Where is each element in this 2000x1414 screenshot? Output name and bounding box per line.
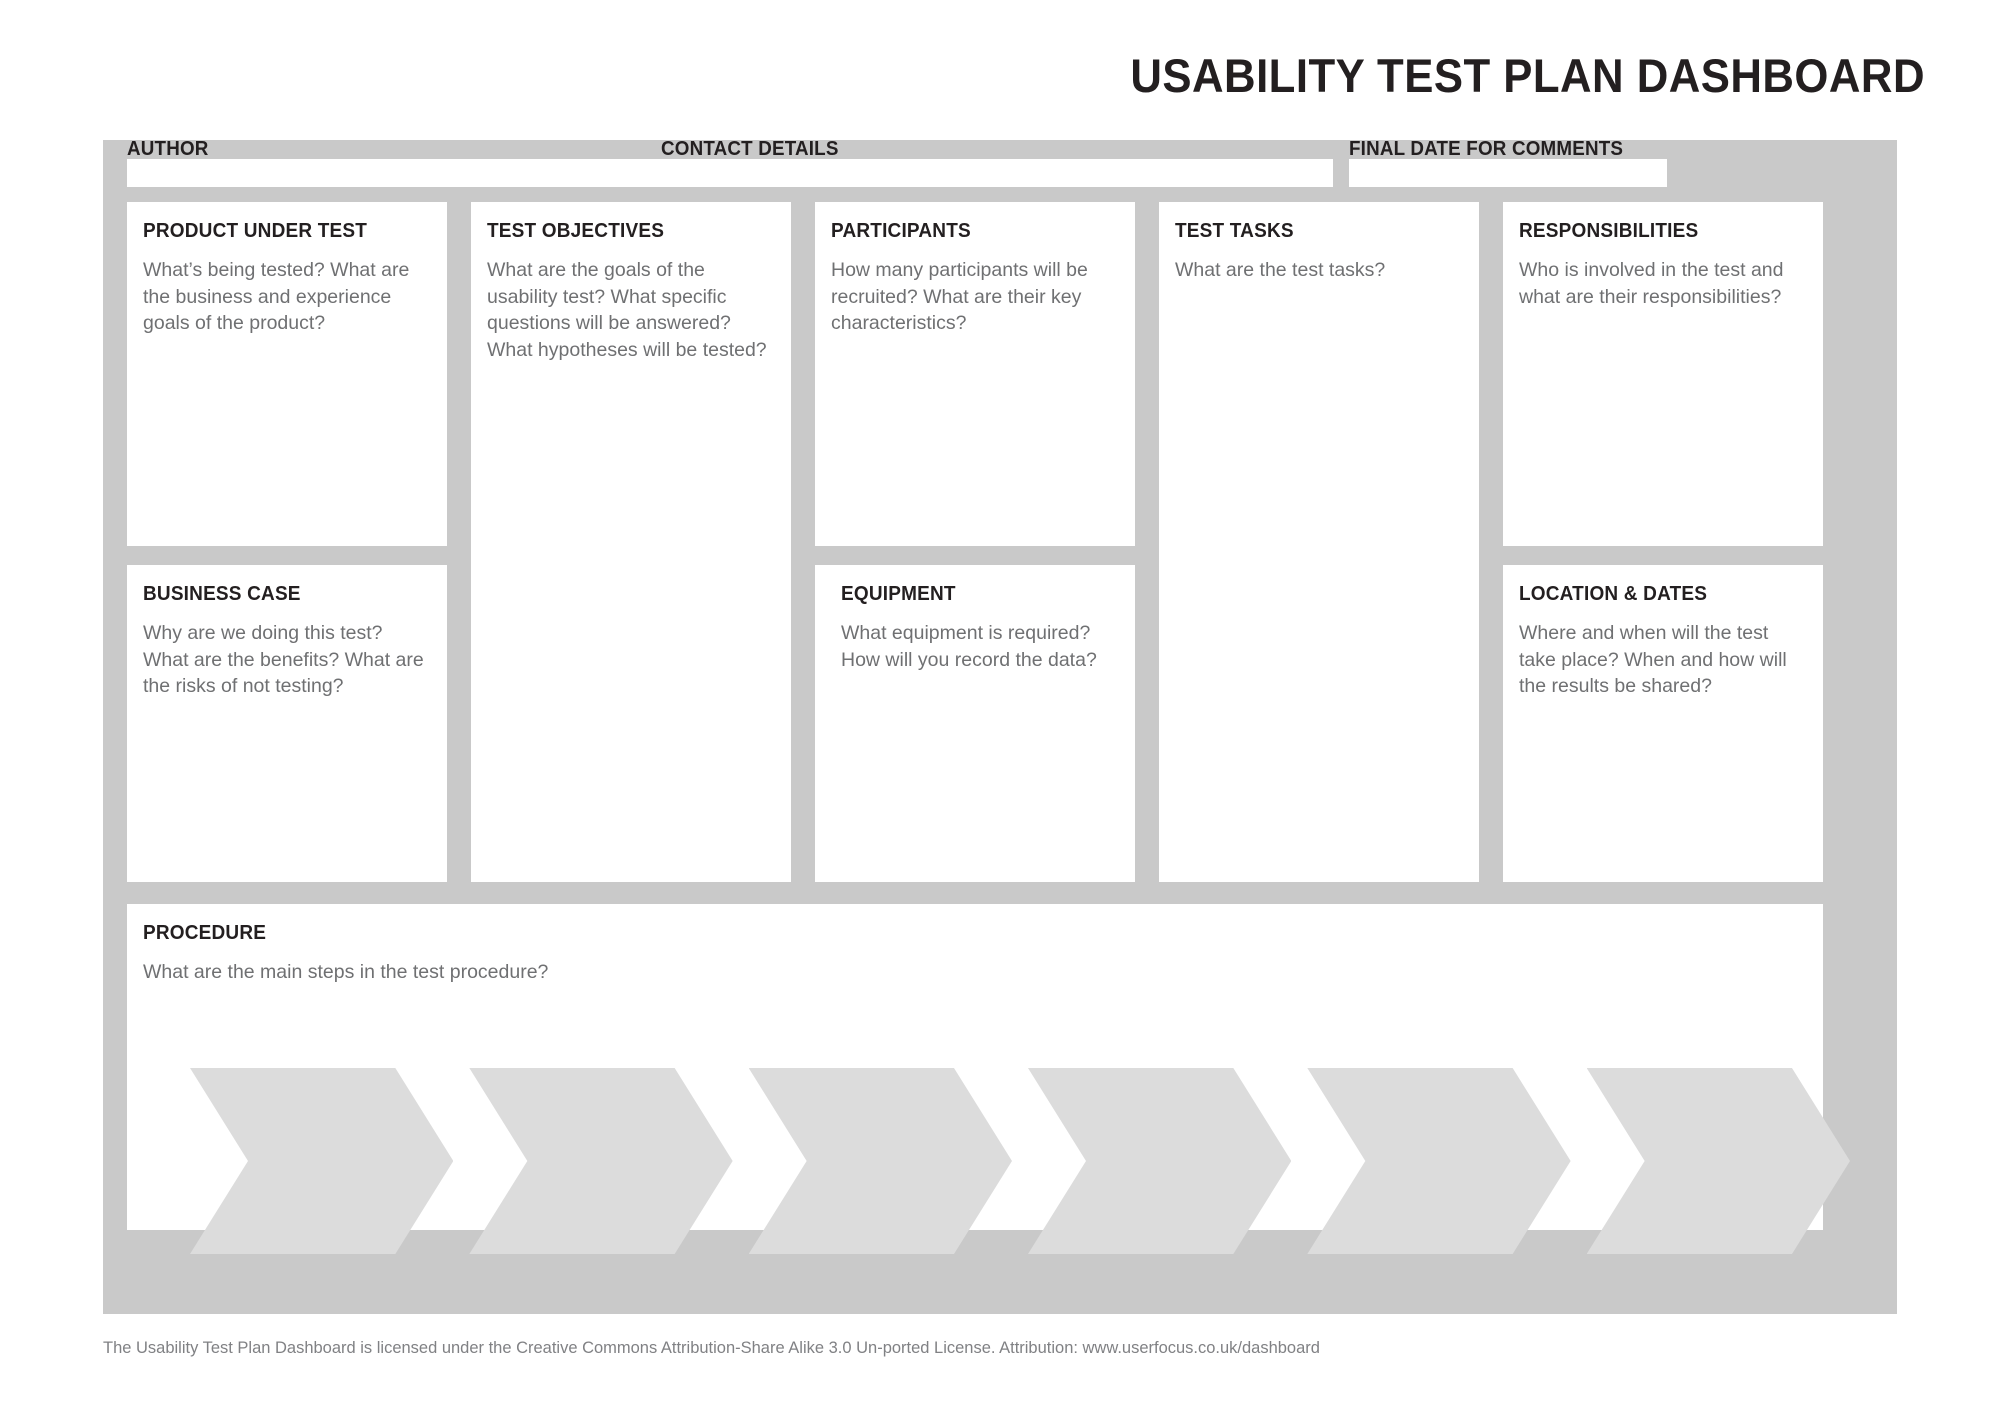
card-title: TEST OBJECTIVES	[487, 220, 665, 242]
card-title: EQUIPMENT	[841, 583, 956, 605]
card-location-and-dates[interactable]: LOCATION & DATES Where and when will the…	[1503, 565, 1823, 882]
contact-details-label: CONTACT DETAILS	[661, 138, 839, 160]
procedure-step-arrow[interactable]	[749, 1068, 1012, 1254]
final-date-input[interactable]	[1349, 159, 1667, 187]
card-product-under-test[interactable]: PRODUCT UNDER TEST What’s being tested? …	[127, 202, 447, 546]
procedure-prompt: What are the main steps in the test proc…	[143, 961, 549, 983]
final-date-label: FINAL DATE FOR COMMENTS	[1349, 138, 1624, 160]
card-prompt: What’s being tested? What are the busine…	[143, 259, 410, 334]
procedure-steps	[190, 1068, 1850, 1254]
card-test-objectives[interactable]: TEST OBJECTIVES What are the goals of th…	[471, 202, 791, 882]
license-footer: The Usability Test Plan Dashboard is lic…	[103, 1338, 1320, 1357]
card-business-case[interactable]: BUSINESS CASE Why are we doing this test…	[127, 565, 447, 882]
procedure-step-arrow[interactable]	[1307, 1068, 1570, 1254]
card-test-tasks[interactable]: TEST TASKS What are the test tasks?	[1159, 202, 1479, 882]
procedure-step-arrow[interactable]	[1028, 1068, 1291, 1254]
card-title: LOCATION & DATES	[1519, 583, 1708, 605]
card-prompt: What are the test tasks?	[1175, 259, 1386, 281]
card-title: BUSINESS CASE	[143, 583, 301, 605]
contact-details-input[interactable]	[661, 159, 1333, 187]
procedure-step-arrow[interactable]	[1587, 1068, 1850, 1254]
author-label: AUTHOR	[127, 138, 209, 160]
procedure-title: PROCEDURE	[143, 922, 267, 944]
page-title: USABILITY TEST PLAN DASHBOARD	[1130, 49, 1925, 102]
card-prompt: Why are we doing this test? What are the…	[143, 622, 424, 697]
card-title: TEST TASKS	[1175, 220, 1294, 242]
card-title: PARTICIPANTS	[831, 220, 971, 242]
card-responsibilities[interactable]: RESPONSIBILITIES Who is involved in the …	[1503, 202, 1823, 546]
card-prompt: Where and when will the test take place?…	[1519, 622, 1787, 697]
dashboard-board: AUTHOR CONTACT DETAILS FINAL DATE FOR CO…	[103, 138, 1897, 1314]
card-title: RESPONSIBILITIES	[1519, 220, 1699, 242]
card-title: PRODUCT UNDER TEST	[143, 220, 368, 242]
card-prompt: Who is involved in the test and what are…	[1519, 259, 1784, 308]
card-prompt: What equipment is required? How will you…	[841, 622, 1097, 671]
card-prompt: What are the goals of the usability test…	[487, 259, 767, 361]
procedure-step-arrow[interactable]	[469, 1068, 732, 1254]
author-input[interactable]	[127, 159, 717, 187]
card-prompt: How many participants will be recruited?…	[831, 259, 1088, 334]
card-participants[interactable]: PARTICIPANTS How many participants will …	[815, 202, 1135, 546]
card-equipment[interactable]: EQUIPMENT What equipment is required? Ho…	[815, 565, 1135, 882]
procedure-step-arrow[interactable]	[190, 1068, 453, 1254]
